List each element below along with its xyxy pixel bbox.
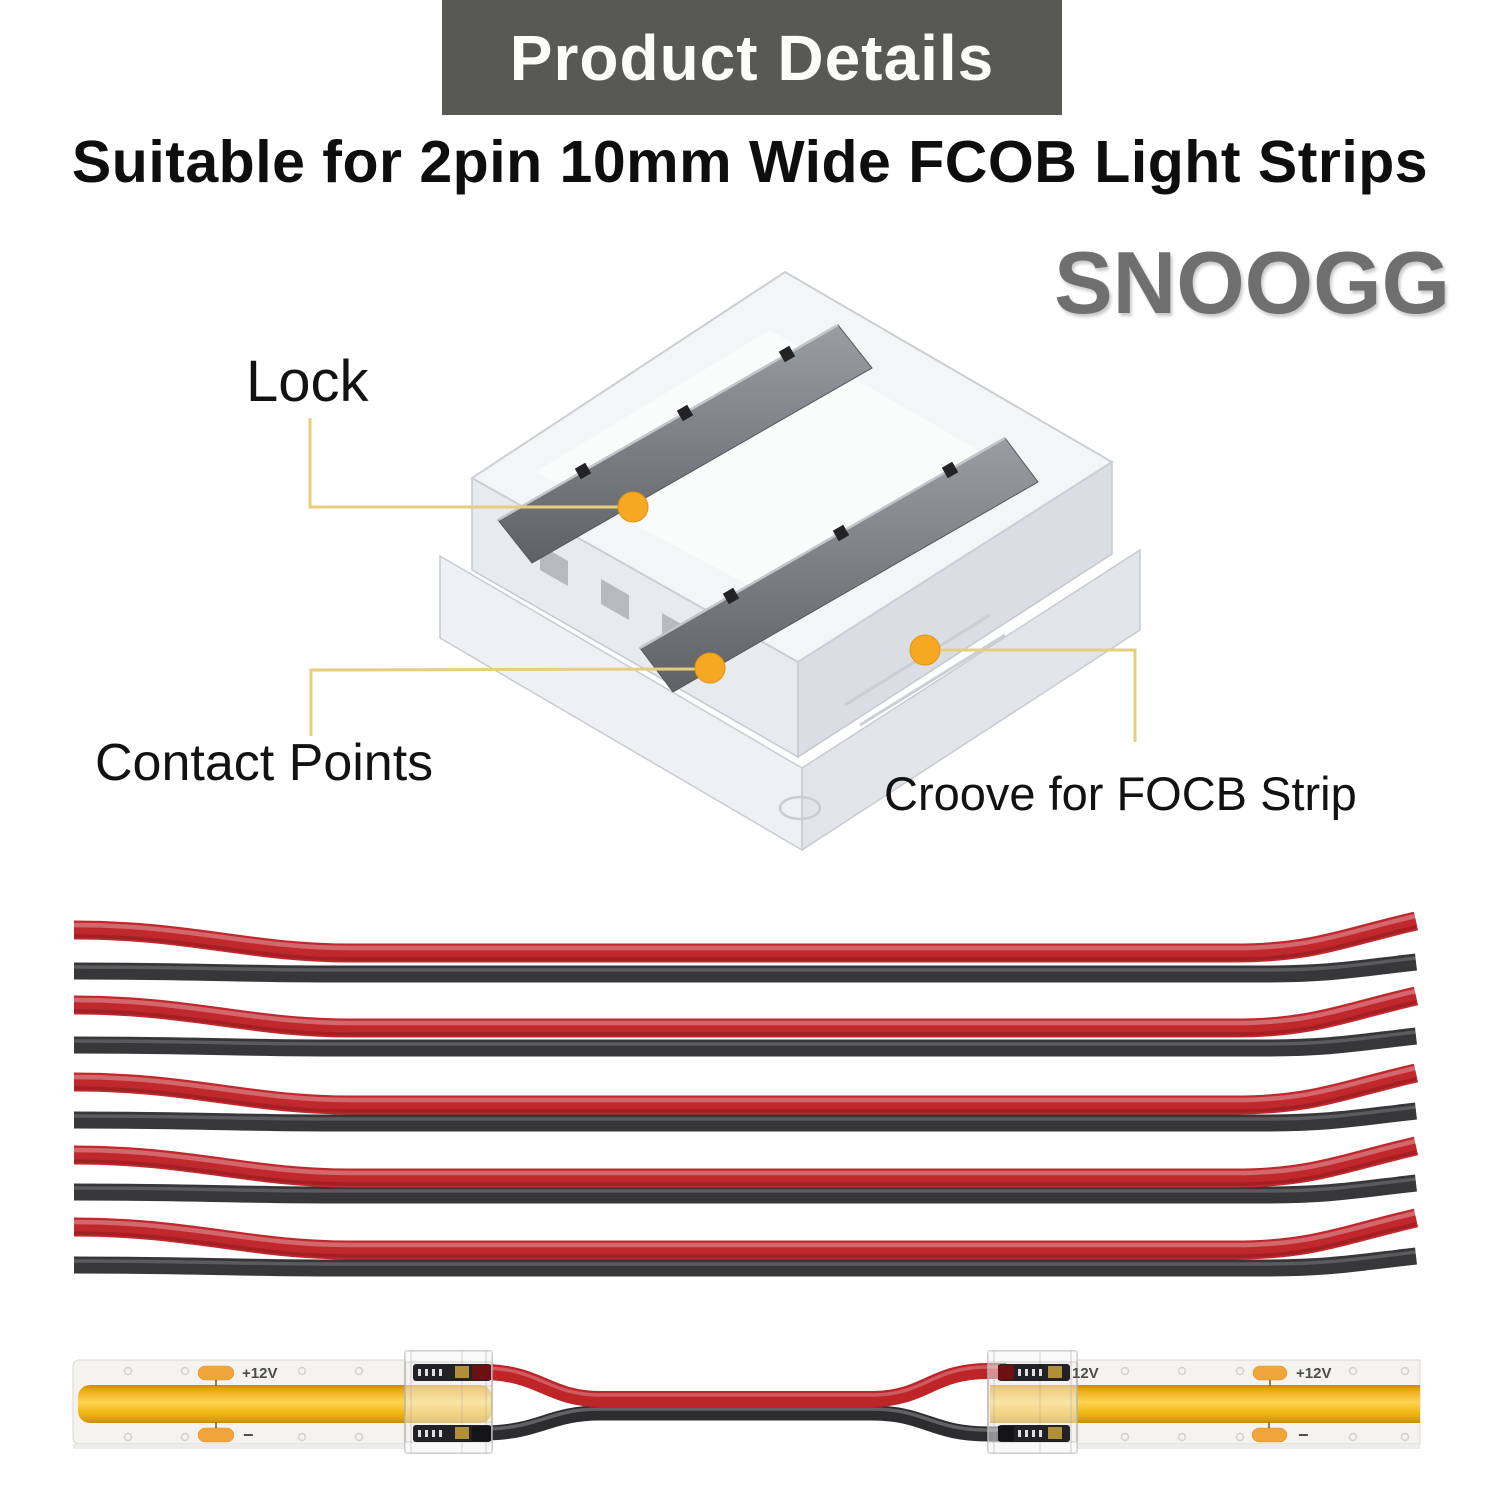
- pcb-notches-left: [123, 1366, 364, 1442]
- metal-contact-bottom: [998, 1425, 1070, 1442]
- brand-logo: SNOOGG: [1053, 233, 1451, 332]
- base-hole: [778, 795, 822, 821]
- metal-contact-top: [413, 1364, 491, 1381]
- groove-callout-dot: [909, 634, 941, 666]
- minus-label-left: −: [243, 1425, 254, 1445]
- strip-connector-middle: [987, 1350, 1078, 1454]
- contact-points-callout-label: Contact Points: [95, 734, 434, 792]
- groove-callout-line: [941, 648, 1137, 742]
- lock-callout-line: [308, 418, 620, 509]
- voltage-label-right: +12V: [1296, 1365, 1332, 1382]
- callout-dots: [617, 491, 941, 684]
- pcb-notches-right: [1120, 1366, 1410, 1442]
- connector-base: [439, 548, 1141, 852]
- lock-rail-upper: [497, 323, 873, 564]
- contact-hint: [601, 579, 629, 620]
- lock-callout-label: Lock: [246, 349, 369, 414]
- contact-points-callout-dot: [694, 652, 726, 684]
- voltage-label-left: +12V: [242, 1365, 278, 1382]
- banner: Product Details: [442, 0, 1062, 115]
- metal-contact-bottom: [413, 1425, 491, 1442]
- lock-rail-lower: [639, 436, 1039, 693]
- metal-contact-top: [998, 1364, 1070, 1381]
- callout-lines: [308, 418, 1137, 742]
- strip-connector-left: [404, 1350, 493, 1454]
- subtitle: Suitable for 2pin 10mm Wide FCOB Light S…: [71, 129, 1429, 195]
- minus-label-right: −: [1298, 1425, 1309, 1445]
- strip-joint-illustration: [72, 1350, 1421, 1454]
- led-strip-left: [72, 1359, 493, 1449]
- groove-callout-label: Croove for FOCB Strip: [884, 767, 1357, 820]
- page-title: Product Details: [509, 21, 995, 94]
- wire-bundle: [74, 916, 1416, 1268]
- connector-illustration: [439, 270, 1141, 852]
- solder-pads-left: [197, 1365, 235, 1443]
- lock-callout-dot: [617, 491, 649, 523]
- contact-points-callout-line: [309, 667, 698, 736]
- voltage-label-middle-partial: 12V: [1072, 1365, 1099, 1382]
- contact-hint: [540, 545, 568, 586]
- connection-wires: [482, 1367, 1006, 1434]
